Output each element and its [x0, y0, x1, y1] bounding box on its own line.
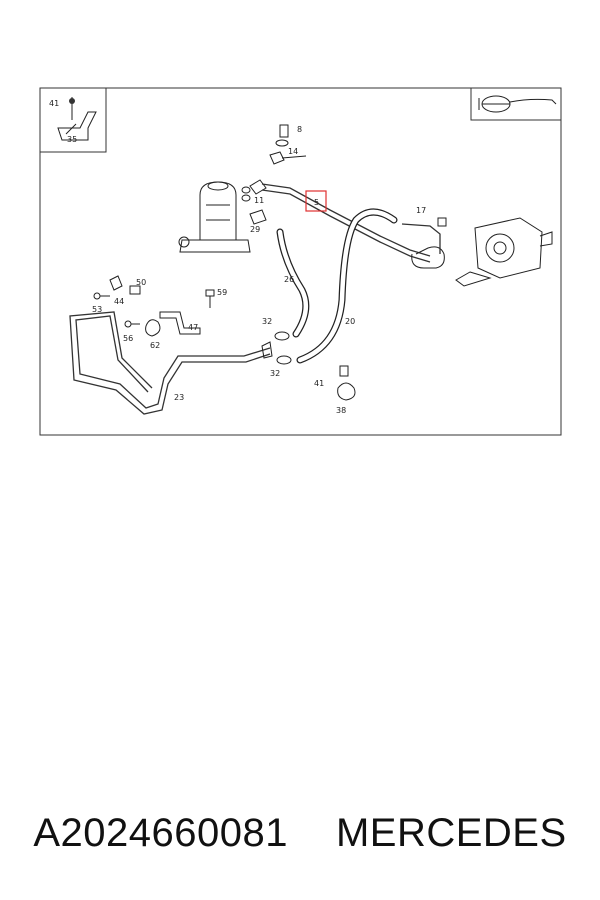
highlight-box-part-5 — [305, 190, 327, 212]
label-41-inset: 41 — [49, 99, 59, 108]
fitting-29 — [249, 209, 267, 225]
hose-clamps — [274, 331, 292, 365]
cooler-pipe-23 — [69, 311, 273, 415]
label-32-lower: 32 — [270, 369, 280, 378]
fitting-11 — [241, 179, 267, 202]
label-11: 11 — [254, 196, 264, 205]
diagram-frame — [39, 87, 562, 436]
label-59: 59 — [217, 288, 227, 297]
steering-wheel-icon — [470, 87, 562, 121]
label-35: 35 — [67, 135, 77, 144]
label-38: 38 — [336, 406, 346, 415]
bolt-fitting — [269, 124, 307, 165]
label-26: 26 — [284, 275, 294, 284]
return-hose-20 — [296, 208, 398, 364]
label-14: 14 — [288, 147, 298, 156]
label-56: 56 — [123, 334, 133, 343]
label-29: 29 — [250, 225, 260, 234]
brand-name: MERCEDES — [335, 810, 567, 855]
label-41: 41 — [314, 379, 324, 388]
part-caption: A2024660081 MERCEDES — [0, 798, 600, 868]
inset-bracket-detail — [39, 87, 107, 153]
part-number: A2024660081 — [33, 810, 288, 855]
label-62: 62 — [150, 341, 160, 350]
label-47: 47 — [188, 323, 198, 332]
label-44: 44 — [114, 297, 124, 306]
label-23: 23 — [174, 393, 184, 402]
label-17: 17 — [416, 206, 426, 215]
label-50: 50 — [136, 278, 146, 287]
label-5: 5 — [314, 198, 319, 207]
line-17 — [401, 217, 447, 254]
return-hose-26 — [276, 228, 310, 338]
parts-diagram: 41 35 8 14 11 29 5 17 26 20 50 44 53 59 … — [39, 87, 562, 436]
label-32-upper: 32 — [262, 317, 272, 326]
label-53: 53 — [92, 305, 102, 314]
clip-38 — [337, 365, 356, 401]
label-8: 8 — [297, 125, 302, 134]
steering-pump — [455, 217, 553, 287]
small-parts — [93, 275, 215, 337]
label-20: 20 — [345, 317, 355, 326]
reservoir-assembly — [178, 181, 251, 253]
